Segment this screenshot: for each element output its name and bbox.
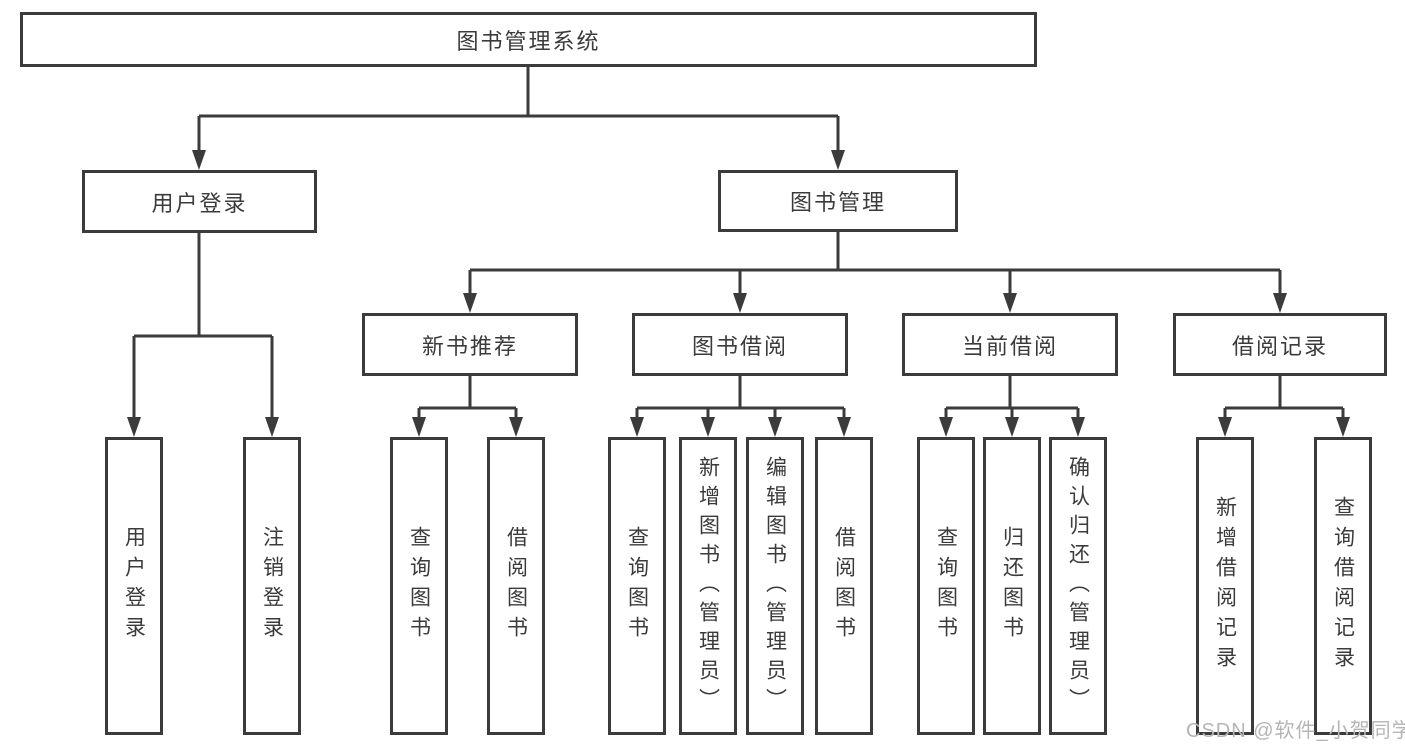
leaf-add-borrow-record: 新增借阅记录 [1196,437,1254,735]
leaf-return-books: 归还图书 [983,437,1041,735]
node-label: 查询图书 [625,526,649,646]
node-label: 查询图书 [934,526,958,646]
leaf-borrow-books: 借阅图书 [815,437,873,735]
node-label: 新增图书（管理员） [696,455,720,717]
leaf-query-books-borrow: 查询图书 [608,437,666,735]
node-user-login: 用户登录 [82,170,317,233]
node-label: 图书管理系统 [456,28,601,54]
node-label: 查询图书 [407,526,431,646]
leaf-user-login: 用户登录 [105,437,163,735]
leaf-confirm-return-admin: 确认归还（管理员） [1049,437,1107,735]
node-label: 借阅图书 [832,526,856,646]
node-current-borrow: 当前借阅 [902,313,1118,376]
node-label: 图书借阅 [691,333,788,359]
node-label: 新增借阅记录 [1213,496,1237,676]
leaf-logout: 注销登录 [243,437,301,735]
leaf-edit-books-admin: 编辑图书（管理员） [746,437,804,735]
node-label: 确认归还（管理员） [1066,455,1090,717]
arrowheads [127,150,1350,437]
node-book-management: 图书管理 [718,170,958,232]
node-label: 用户登录 [122,526,146,646]
leaf-query-borrow-record: 查询借阅记录 [1314,437,1372,735]
node-label: 借阅记录 [1231,333,1328,359]
node-label: 注销登录 [260,526,284,646]
node-label: 当前借阅 [961,333,1058,359]
node-label: 新书推荐 [421,333,518,359]
node-label: 图书管理 [789,190,886,215]
node-root-system: 图书管理系统 [20,12,1037,67]
node-book-borrow: 图书借阅 [632,313,848,376]
leaf-query-books-recommend: 查询图书 [390,437,448,735]
leaf-borrow-books-recommend: 借阅图书 [487,437,545,735]
node-borrow-records: 借阅记录 [1173,313,1387,376]
node-label: 编辑图书（管理员） [763,455,787,717]
node-label: 归还图书 [1000,526,1024,646]
leaf-query-books-current: 查询图书 [917,437,975,735]
node-new-book-recommend: 新书推荐 [362,313,578,376]
node-label: 借阅图书 [504,526,528,646]
leaf-add-books-admin: 新增图书（管理员） [679,437,737,735]
csdn-watermark: CSDN @软件_小贺同学 [1186,720,1405,742]
node-label: 查询借阅记录 [1331,496,1355,676]
node-label: 用户登录 [151,190,248,216]
